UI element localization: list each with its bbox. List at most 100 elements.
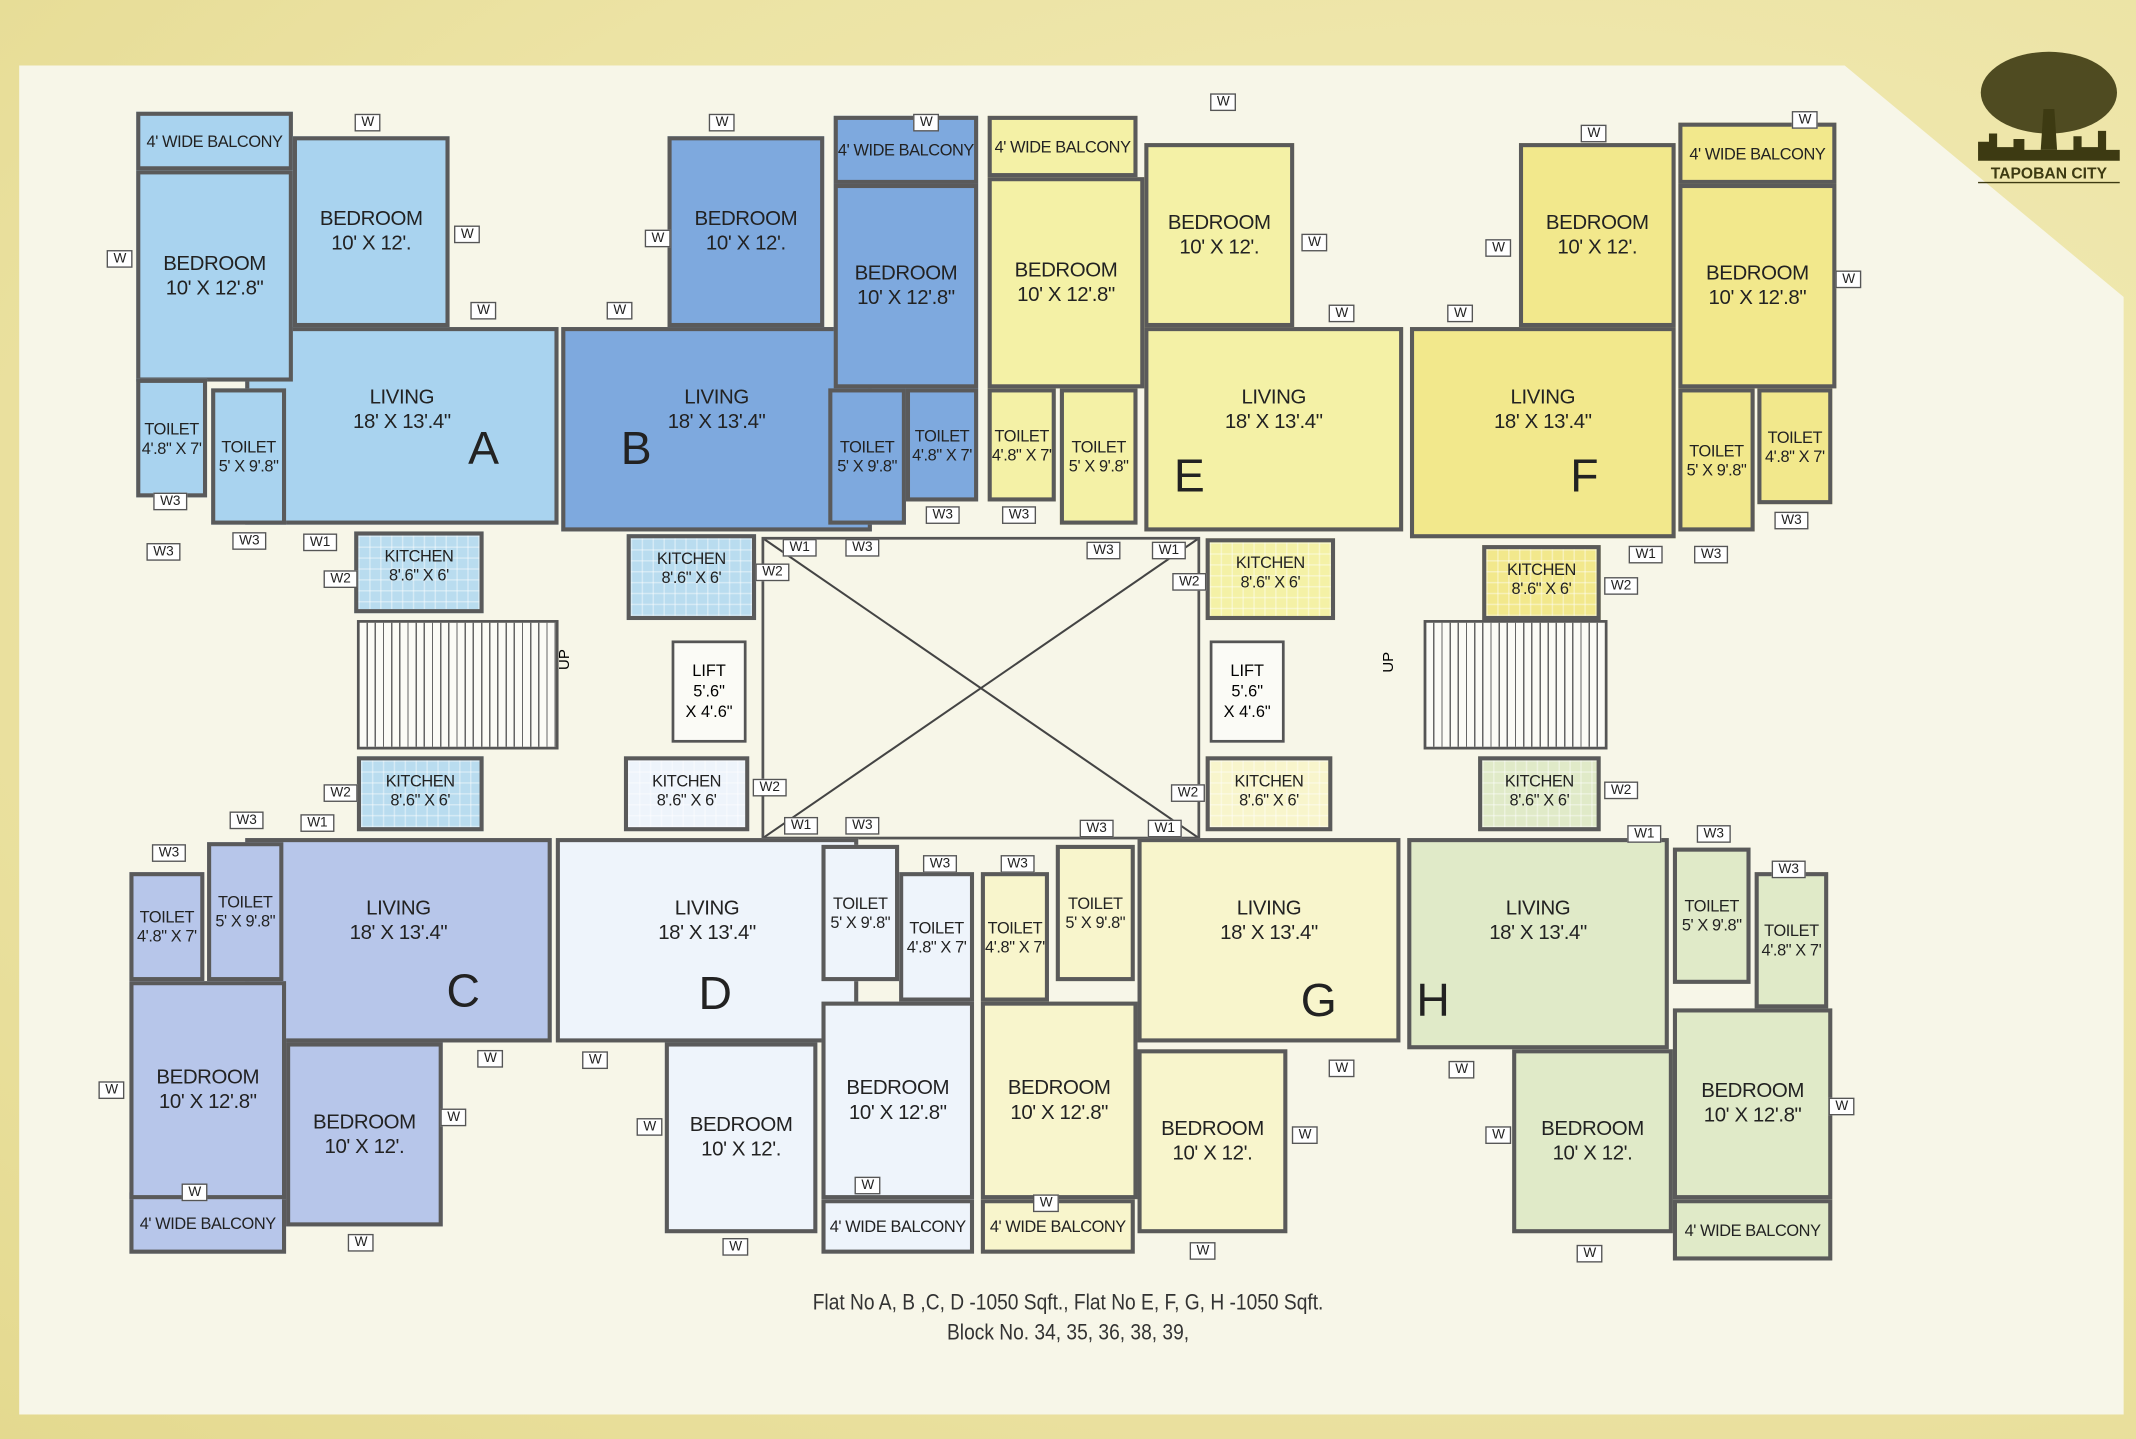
window-marker: W3 xyxy=(1000,855,1035,873)
flat-letter: G xyxy=(1300,975,1337,1027)
room-name: TOILET xyxy=(1068,893,1123,914)
flat-letter: E xyxy=(1173,450,1205,503)
window-marker: W2 xyxy=(323,570,358,589)
room-name: TOILET xyxy=(914,425,970,445)
window-marker: W3 xyxy=(232,532,267,550)
room-dimensions: 10' X 12'. xyxy=(1552,1141,1633,1165)
room-dimensions: 5' X 9'.8" xyxy=(837,456,897,476)
room-dimensions: 18' X 13'.4" xyxy=(349,921,448,945)
room-name: KITCHEN xyxy=(1234,771,1304,791)
room-name: BEDROOM xyxy=(156,1065,260,1089)
window-marker: W1 xyxy=(784,816,819,835)
room-dimensions: 5' X 9'.8" xyxy=(1065,913,1126,933)
window-marker: W xyxy=(1448,1060,1475,1079)
room-dimensions: 4'.8" X 7' xyxy=(136,926,197,946)
room-dimensions: 8'.6" X 6' xyxy=(1511,579,1572,599)
window-marker: W3 xyxy=(845,538,880,557)
balcony: 4' WIDE BALCONY xyxy=(129,1192,287,1254)
balcony: 4' WIDE BALCONY xyxy=(1672,1199,1833,1261)
room-name: TOILET xyxy=(221,437,276,457)
room-dimensions: 5' X 9'.8" xyxy=(1681,915,1742,935)
balcony: 4' WIDE BALCONY xyxy=(821,1199,975,1254)
window-marker: W xyxy=(1032,1194,1060,1213)
room-dimensions: 18' X 13'.4" xyxy=(658,921,756,945)
room-dimensions: 10' X 12'. xyxy=(705,231,786,255)
room-name: BEDROOM xyxy=(846,1075,950,1100)
window-marker: W2 xyxy=(323,784,358,802)
room-dimensions: 8'.6" X 6' xyxy=(1240,572,1301,592)
lift-dims: 5'.6" xyxy=(693,681,725,701)
tapoban-city-logo: TAPOBAN CITY xyxy=(1973,41,2126,184)
room-dimensions: 18' X 13'.4" xyxy=(1224,410,1323,434)
window-marker: W xyxy=(454,225,481,244)
room-dimensions: 10' X 12'. xyxy=(1172,1141,1253,1165)
room-dimensions: 4'.8" X 7' xyxy=(141,438,202,458)
window-marker: W3 xyxy=(845,816,880,835)
room-name: TOILET xyxy=(1684,896,1739,916)
room-name: LIVING xyxy=(366,896,431,920)
room-name: LIVING xyxy=(1505,896,1571,920)
plan-caption: Flat No A, B ,C, D -1050 Sqft., Flat No … xyxy=(128,1289,2008,1349)
window-marker: W1 xyxy=(300,814,335,832)
window-marker: W xyxy=(854,1176,882,1195)
room-dimensions: 10' X 12'.8" xyxy=(158,1090,257,1114)
room-dimensions: 8'.6" X 6' xyxy=(390,790,451,810)
room-name: LIVING xyxy=(1236,896,1302,920)
window-marker: W2 xyxy=(1604,781,1639,800)
window-marker: W xyxy=(1328,304,1356,323)
window-marker: W1 xyxy=(1627,825,1662,843)
window-marker: W xyxy=(347,1233,375,1252)
window-marker: W xyxy=(98,1081,125,1100)
room-dimensions: 4'.8" X 7' xyxy=(1761,940,1822,960)
window-marker: W xyxy=(1576,1244,1604,1263)
window-marker: W xyxy=(1835,270,1862,289)
window-marker: W xyxy=(644,229,672,248)
room-name: TOILET xyxy=(1071,437,1126,457)
room-dimensions: 18' X 13'.4" xyxy=(1489,921,1587,945)
window-marker: W3 xyxy=(1774,511,1809,530)
room-dimensions: 10' X 12'.8" xyxy=(1703,1103,1802,1127)
room-dimensions: 5' X 9'.8" xyxy=(1686,459,1747,479)
room-name: BEDROOM xyxy=(313,1109,416,1134)
lift-left: LIFT 5'.6" X 4'.6" xyxy=(671,640,747,743)
window-marker: W xyxy=(477,1049,504,1068)
window-marker: W xyxy=(470,301,497,320)
room-name: KITCHEN xyxy=(656,549,726,569)
flat-letter: F xyxy=(1570,450,1599,503)
window-marker: W3 xyxy=(922,855,958,873)
room-dimensions: 10' X 12'. xyxy=(1179,235,1260,259)
room-dimensions: 8'.6" X 6' xyxy=(656,790,717,810)
stair-up-label: UP xyxy=(1380,651,1398,673)
balcony: 4' WIDE BALCONY xyxy=(136,111,293,171)
window-marker: W3 xyxy=(1771,860,1806,879)
lift-right: LIFT 5'.6" X 4'.6" xyxy=(1209,640,1285,743)
lift-label: LIFT xyxy=(692,660,726,680)
room-name: 4' WIDE BALCONY xyxy=(1689,143,1826,163)
window-marker: W3 xyxy=(1694,545,1729,564)
room-name: BEDROOM xyxy=(1167,210,1271,234)
window-marker: W xyxy=(1828,1097,1856,1116)
room-name: 4' WIDE BALCONY xyxy=(829,1216,966,1236)
room-dimensions: 4'.8" X 7' xyxy=(1764,446,1825,466)
window-marker: W3 xyxy=(1086,541,1121,560)
room-dimensions: 18' X 13'.4" xyxy=(1493,410,1592,434)
window-marker: W xyxy=(1485,239,1512,257)
